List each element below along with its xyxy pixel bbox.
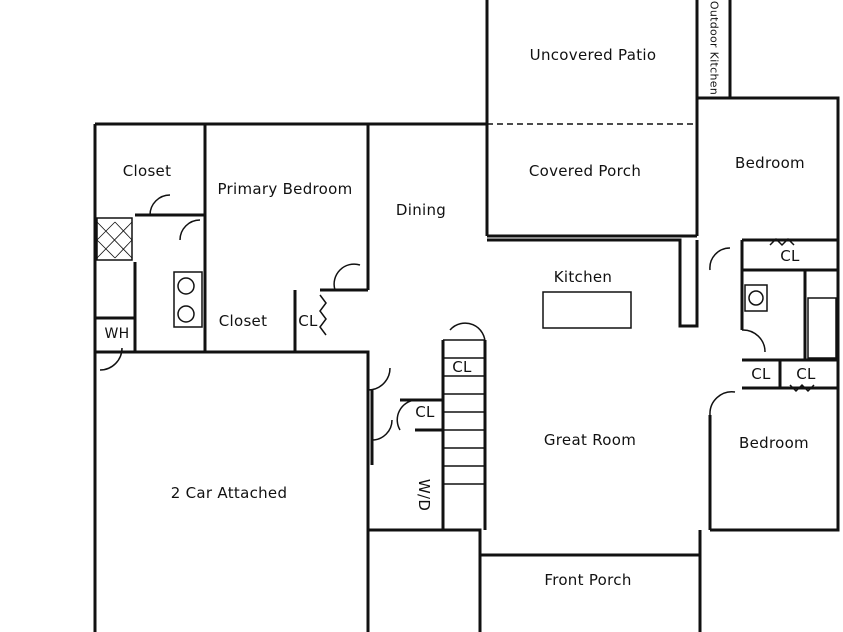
- room-label-washer-dryer: W/D: [415, 478, 433, 512]
- room-label-closet-top: Closet: [122, 162, 172, 180]
- room-label-cl-right-2: CL: [796, 365, 816, 383]
- room-label-front-porch: Front Porch: [544, 571, 632, 589]
- room-label-water-heater: WH: [104, 326, 130, 342]
- room-label-uncovered-patio: Uncovered Patio: [529, 46, 657, 64]
- room-label-bedroom-bottom: Bedroom: [739, 434, 809, 452]
- room-label-kitchen: Kitchen: [553, 268, 613, 286]
- room-label-cl-stairs: CL: [452, 358, 472, 376]
- room-label-primary-bedroom: Primary Bedroom: [217, 180, 353, 198]
- room-label-outdoor-kitchen: Outdoor Kitchen: [707, 0, 721, 96]
- room-label-cl-primary: CL: [298, 312, 318, 330]
- room-label-garage: 2 Car Attached: [170, 484, 288, 502]
- room-label-covered-porch: Covered Porch: [528, 162, 642, 180]
- room-label-great-room: Great Room: [543, 431, 637, 449]
- room-label-cl-bedroom-top: CL: [780, 247, 800, 265]
- room-label-cl-right-1: CL: [751, 365, 771, 383]
- room-label-bedroom-top: Bedroom: [735, 154, 805, 172]
- room-label-dining: Dining: [395, 201, 447, 219]
- room-label-cl-hall: CL: [415, 403, 435, 421]
- room-label-closet-primary: Closet: [218, 312, 268, 330]
